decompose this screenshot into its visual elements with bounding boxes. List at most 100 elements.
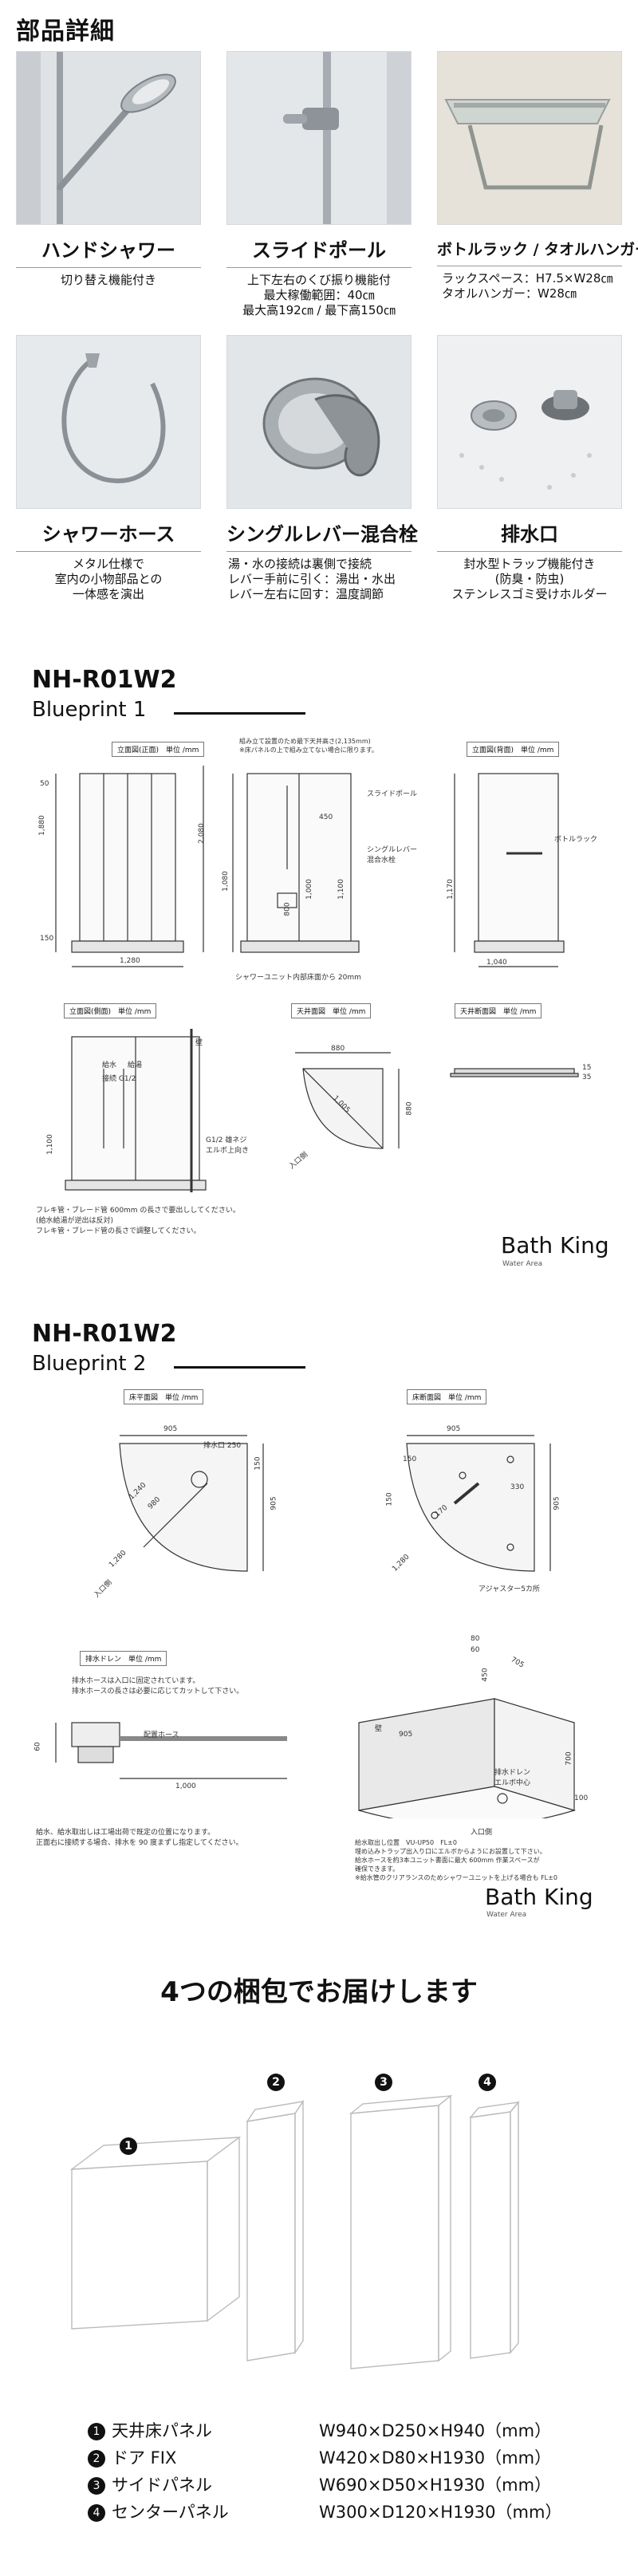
part-desc-line: メタル仕様で — [72, 557, 144, 571]
drain-bottom-note: 給水、給水取出しは工場出荷で既定の位置になります。 正面右に接続する場合、排水を… — [36, 1829, 243, 1847]
part-desc-line: 室内の小物部品との — [54, 572, 163, 586]
brand-logo: Bath King — [485, 1884, 593, 1910]
dim-label: 880 — [405, 1101, 414, 1116]
dim-label: 150 — [40, 935, 54, 943]
ceiling-section-label: 天井断面図 単位 /mm — [455, 1003, 542, 1018]
bottle-rack-annotation: ボトルラック — [554, 836, 598, 844]
blueprint2-rule — [174, 1366, 305, 1369]
package-row: 3 サイドパネル W690×D50×H1930（mm） — [88, 2472, 551, 2496]
dim-label: 450 — [481, 1668, 490, 1682]
package-name: サイドパネル — [112, 2476, 212, 2495]
package-size: W420×D80×H1930（mm） — [319, 2448, 552, 2468]
dim-label: 705 — [509, 1656, 526, 1670]
ceiling-plan-label: 天井面図 単位 /mm — [291, 1003, 372, 1018]
dim-label: 150 — [254, 1456, 262, 1471]
part-hand-shower: ハンドシャワー 切り替え機能付き — [16, 51, 201, 288]
blueprint2-model: NH-R01W2 — [32, 1320, 177, 1348]
part-desc-line: 切り替え機能付き — [60, 273, 156, 287]
dim-label: 150 — [385, 1492, 394, 1507]
part-name: 排水口 — [437, 518, 622, 552]
part-desc-line: 封水型トラップ機能付き — [463, 557, 596, 571]
brand-logo: Bath King — [501, 1232, 609, 1258]
brand-sub: Water Area — [486, 1911, 527, 1919]
flex-note: フレキ管・ブレード管 600mm の長さで要出ししてください。 (給水給湯が逆出… — [36, 1207, 240, 1235]
floor-plan-label: 床平面図 単位 /mm — [124, 1389, 204, 1404]
package-num: 3 — [88, 2477, 105, 2495]
part-name: ハンドシャワー — [16, 234, 201, 268]
wall-annotation: 壁 — [375, 1725, 383, 1733]
dim-label: 905 — [163, 1425, 178, 1433]
dim-label: 1,000 — [175, 1782, 196, 1790]
entry-annotation: 入口側 — [471, 1829, 493, 1837]
brand-sub: Water Area — [502, 1260, 543, 1268]
package-badge-3: 3 — [375, 2074, 392, 2091]
dim-label: 150 — [403, 1455, 417, 1463]
package-size: W940×D250×H940（mm） — [319, 2421, 552, 2440]
package-size: W300×D120×H1930（mm） — [319, 2503, 562, 2522]
blueprint1-rule — [174, 712, 305, 715]
dim-label: 60 — [471, 1646, 480, 1654]
lever-annotation: シングルレバー 混合水栓 — [367, 846, 418, 865]
drain-hose-annotation: 配置ホース — [144, 1731, 179, 1739]
part-name: ボトルラック / タオルハンガー付 — [437, 234, 638, 266]
part-desc-line: (防臭・防虫) — [494, 572, 565, 586]
dim-label: 800 — [283, 902, 292, 916]
dim-label: 905 — [447, 1425, 461, 1433]
package-size: W690×D50×H1930（mm） — [319, 2476, 552, 2495]
dim-label: 1,100 — [337, 879, 345, 900]
part-drain: 排水口 封水型トラップ機能付き (防臭・防虫) ステンレスゴミ受けホルダー — [437, 335, 622, 602]
part-name: スライドポール — [226, 234, 412, 268]
dim-label: 1,280 — [120, 957, 140, 965]
front-view-label: 立面図(正面) 単位 /mm — [112, 742, 205, 757]
part-desc-line: タオルハンガー：W28㎝ — [442, 286, 577, 301]
package-name: センターパネル — [112, 2503, 229, 2522]
part-desc-line: 最大稼働範囲：40㎝ — [263, 288, 375, 302]
dim-label: 1,100 — [45, 1134, 54, 1155]
drain-exit-annotation: 排水ドレン エルボ中心 — [494, 1769, 531, 1787]
part-mixer-faucet: シングルレバー混合栓 湯・水の接続は裏側で接続 レバー手前に引く：湯出・水出 レ… — [226, 335, 418, 602]
blueprint2-floor-plans — [119, 1435, 551, 1572]
front-view-note: 組み立て設置のため最下天井高さ(2,135mm) ※床パネルの上で組み立てない場… — [239, 738, 378, 754]
dim-label: 880 — [331, 1045, 345, 1053]
shower-unit-annotation: シャワーユニット内部床面から 20mm — [235, 974, 361, 982]
rear-view-label: 立面図(背面) 単位 /mm — [467, 742, 560, 757]
package-name: 天井床パネル — [112, 2421, 212, 2440]
dim-label: 905 — [553, 1496, 561, 1511]
package-num: 4 — [88, 2504, 105, 2522]
part-desc-line: ステンレスゴミ受けホルダー — [451, 587, 608, 601]
package-num: 1 — [88, 2423, 105, 2440]
blueprint2-drain-views — [55, 1698, 577, 1818]
bottle-rack-photo — [437, 51, 622, 225]
section-title: 部品詳細 — [16, 18, 115, 45]
part-desc-line: レバー手前に引く：湯出・水出 — [228, 572, 396, 586]
drain-photo — [437, 335, 622, 509]
slide-pole-photo — [226, 51, 412, 225]
part-desc-line: 上下左右のくび振り機能付 — [246, 273, 391, 287]
supply-note: 給水取出し位置 VU-UP50 FL±0 埋め込みトラップ出入り口にエルボからよ… — [355, 1839, 557, 1881]
drain-label: 排水ドレン 単位 /mm — [80, 1651, 167, 1666]
dim-label: 35 — [582, 1073, 592, 1081]
part-desc-line: ラックスペース：H7.5×W28㎝ — [442, 271, 613, 286]
packages-illustration — [69, 2094, 520, 2369]
floor-section-label: 床断面図 単位 /mm — [407, 1389, 487, 1404]
supply-hot-annotation: 給水 — [102, 1062, 117, 1069]
dim-label: 450 — [319, 813, 333, 821]
drain-note: 排水ホースは入口に固定されています。 排水ホースの長さは必要に応じてカットして下… — [72, 1677, 244, 1696]
package-row: 1 天井床パネル W940×D250×H940（mm） — [88, 2418, 551, 2442]
package-name: ドア FIX — [112, 2448, 177, 2468]
dim-label: 1,080 — [221, 871, 230, 892]
dim-label: 1,170 — [446, 879, 455, 900]
blueprint1-title: Blueprint 1 — [32, 698, 147, 722]
drain-hole-annotation: 排水口 250 — [203, 1442, 242, 1450]
supply-cold-annotation: 給湯 — [128, 1062, 143, 1069]
dim-label: 50 — [40, 780, 49, 788]
dim-label: 905 — [270, 1496, 278, 1511]
blueprint1-plans — [65, 1029, 579, 1192]
part-name: シャワーホース — [16, 518, 201, 552]
dim-label: 100 — [574, 1794, 589, 1802]
dim-label: 700 — [565, 1751, 573, 1766]
dim-label: 2,080 — [197, 823, 206, 844]
dim-label: 1,880 — [37, 815, 46, 836]
g12-annotation: G1/2 雄ネジ エルボ上向き — [206, 1136, 250, 1155]
